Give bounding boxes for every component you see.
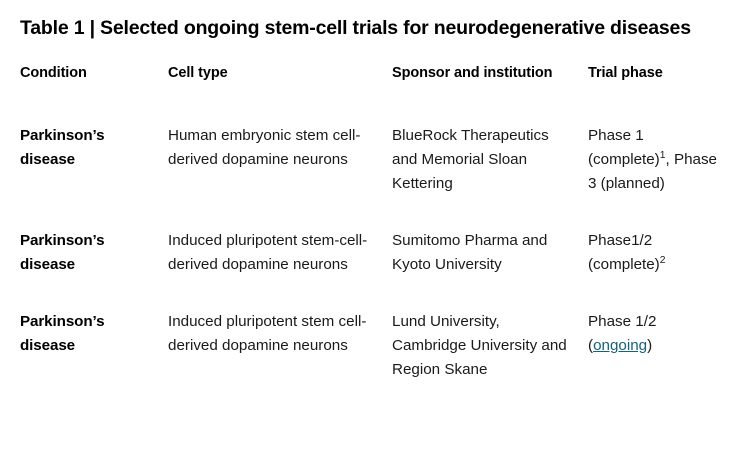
column-header-trial-phase: Trial phase (588, 65, 663, 81)
table-header-row: Condition Cell type Sponsor and institut… (20, 64, 721, 83)
cell-cell-type: Human embryonic stem cell-derived dopami… (168, 127, 361, 168)
table-row: Parkinson’s disease Human embryonic stem… (20, 124, 721, 196)
ongoing-link[interactable]: ongoing (593, 337, 648, 354)
column-header-sponsor: Sponsor and institution (392, 65, 553, 81)
cell-trial-phase: Phase1/2 (complete)2 (588, 229, 741, 277)
column-header-condition: Condition (20, 65, 87, 81)
cell-trial-phase: Phase 1/2 (ongoing) (588, 310, 741, 382)
table-row: Parkinson’s disease Induced pluripotent … (20, 229, 721, 277)
trial-phase-text-cont: ) (647, 337, 653, 354)
cell-cell-type: Induced pluripotent stem cell-derived do… (168, 313, 367, 354)
cell-trial-phase: Phase 1 (complete)1, Phase 3 (planned) (588, 124, 741, 196)
cell-sponsor: Sumitomo Pharma and Kyoto University (392, 232, 548, 273)
trial-phase-text-cont: , Phase 3 (planned) (588, 151, 718, 192)
cell-condition: Parkinson’s disease (20, 127, 105, 168)
reference-superscript: 2 (659, 254, 666, 266)
cell-sponsor: Lund University, Cambridge University an… (392, 313, 567, 378)
table-title: Table 1 | Selected ongoing stem-cell tri… (20, 17, 691, 39)
cell-sponsor: BlueRock Therapeutics and Memorial Sloan… (392, 127, 549, 192)
column-header-cell-type: Cell type (168, 65, 228, 81)
reference-superscript: 1 (659, 149, 666, 161)
cell-condition: Parkinson’s disease (20, 313, 105, 354)
trial-phase-text: Phase 1 (complete) (588, 127, 660, 168)
table-row: Parkinson’s disease Induced pluripotent … (20, 310, 721, 382)
cell-cell-type: Induced pluripotent stem-cell-derived do… (168, 232, 368, 273)
trial-phase-text: Phase1/2 (complete) (588, 232, 660, 273)
trial-phase-text: Phase 1/2 ( (588, 313, 657, 354)
cell-condition: Parkinson’s disease (20, 232, 105, 273)
